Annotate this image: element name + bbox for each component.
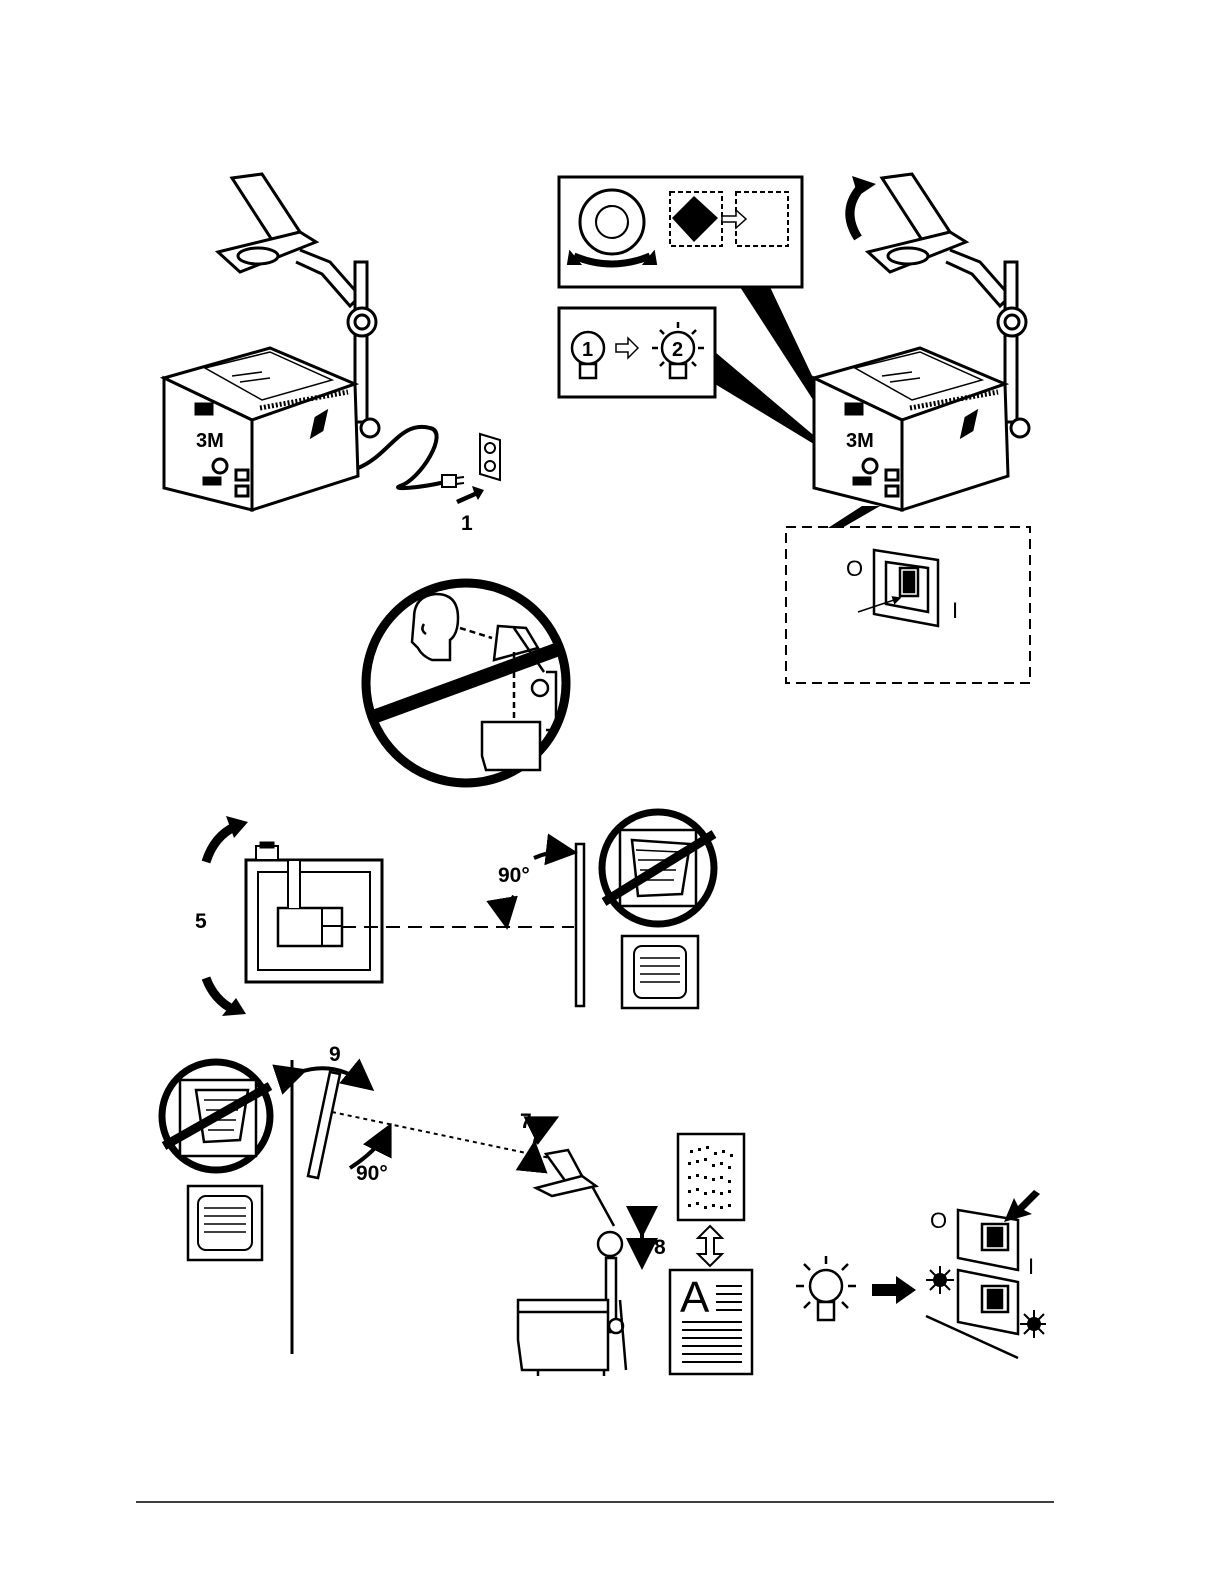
callout-wedge-switch bbox=[828, 506, 880, 528]
power-plug bbox=[442, 475, 464, 487]
step-label-9: 9 bbox=[329, 1043, 341, 1066]
projector-side-view bbox=[518, 1150, 626, 1376]
screen-top-view bbox=[576, 844, 584, 1006]
brightness-on-symbol: I bbox=[1028, 1254, 1034, 1279]
lamp-2-label: 2 bbox=[672, 339, 683, 361]
step-label-1: 1 bbox=[461, 512, 473, 535]
prohibited-keystone-image bbox=[602, 812, 714, 924]
head-rotate-arrow bbox=[850, 176, 876, 238]
compare-arrow bbox=[698, 1226, 722, 1266]
step-label-7: 7 bbox=[520, 1110, 532, 1133]
figure-power-switch-detail: O I bbox=[786, 527, 1030, 683]
projector-brand-logo: 3M bbox=[196, 430, 224, 452]
to-switch-arrow bbox=[872, 1276, 916, 1304]
angle-arrow-lower bbox=[506, 896, 514, 922]
prohibited-keystone-image-side bbox=[162, 1062, 270, 1170]
figure-warning-no-look bbox=[366, 583, 566, 783]
head-tilt-arrow bbox=[534, 1120, 552, 1148]
projector-head bbox=[218, 174, 360, 306]
correct-square-image-side bbox=[188, 1186, 262, 1260]
wall-outlet bbox=[480, 434, 500, 480]
step-label-5: 5 bbox=[195, 910, 207, 933]
projector-body bbox=[164, 348, 358, 510]
brightness-off-symbol: O bbox=[930, 1208, 947, 1233]
lamp-1-label: 1 bbox=[582, 339, 593, 361]
angle-label-90-side: 90° bbox=[356, 1162, 388, 1185]
figure-brightness-switch: O I bbox=[796, 1190, 1046, 1358]
angle-label-90-top: 90° bbox=[498, 864, 530, 887]
sun-icon-right bbox=[1020, 1310, 1046, 1338]
angle-arrow-upper bbox=[534, 852, 570, 858]
rotate-arrow-bottom bbox=[206, 978, 246, 1016]
figure-projector-right: 3M bbox=[814, 174, 1029, 528]
figure-alignment-side: 9 90° 7 8 bbox=[162, 1043, 666, 1376]
off-symbol: O bbox=[846, 556, 863, 581]
bright-bulb-icon bbox=[796, 1256, 856, 1320]
on-symbol: I bbox=[952, 598, 958, 623]
figure-transparency: A bbox=[670, 1134, 752, 1374]
sun-icon-left bbox=[926, 1266, 954, 1294]
rotate-arrow-top bbox=[206, 816, 248, 862]
step-label-8: 8 bbox=[654, 1236, 666, 1259]
projector-brand-logo-right: 3M bbox=[846, 430, 874, 452]
figure-alignment-top: 5 90° bbox=[195, 812, 714, 1016]
figure-lamp-callouts: 1 2 bbox=[559, 177, 852, 466]
transparency-letter: A bbox=[680, 1273, 710, 1322]
correct-square-image bbox=[622, 936, 698, 1008]
tilted-screen bbox=[308, 1072, 340, 1178]
figure-power-cord: 3M 1 bbox=[164, 174, 500, 535]
press-arrow bbox=[1004, 1190, 1040, 1222]
plug-in-arrow bbox=[456, 486, 484, 504]
